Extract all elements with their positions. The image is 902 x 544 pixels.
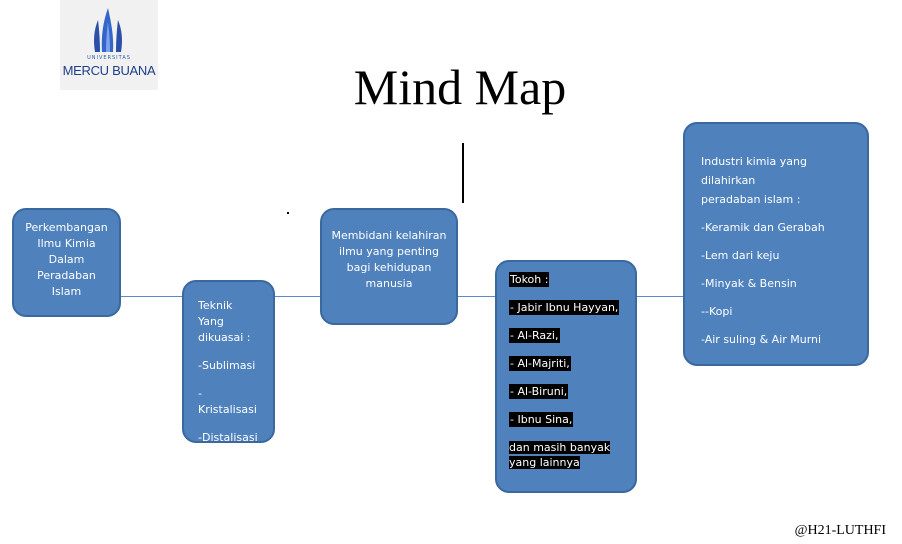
node-item: - Al-Razi, [509,328,560,343]
connector-line-1 [121,296,182,297]
node-last-line: dan masih banyak [509,441,611,454]
node-perkembangan: Perkembangan Ilmu Kimia Dalam Peradaban … [12,208,121,317]
node-last-line: yang lainnya [509,456,580,469]
logo-name: MERCU BUANA [62,63,156,78]
node-item: -Minyak & Bensin [701,277,797,290]
node-item: - Al-Majriti, [509,356,571,371]
node-item: -Keramik dan Gerabah [701,221,825,234]
node-teknik: Teknik Yang dikuasai : -Sublimasi -Krist… [182,280,275,444]
node-item: -Distalisasi [198,431,258,444]
node-line: manusia [365,277,413,290]
node-line: Ilmu Kimia [37,237,96,250]
node-industri: Industri kimia yang dilahirkan peradaban… [683,122,869,366]
university-logo: UNIVERSITAS MERCU BUANA [60,0,158,90]
node-item: -Air suling & Air Murni [701,333,822,346]
node-title-line: Industri kimia yang dilahirkan [701,155,807,187]
node-title-line: peradaban islam : [701,193,801,206]
node-line: Dalam [48,253,85,266]
node-item: -Sublimasi [198,359,256,372]
node-membidani: Membidani kelahiran ilmu yang penting ba… [320,208,458,325]
vertical-divider [462,143,464,203]
node-title: Tokoh : [509,272,550,287]
logo-subtitle: UNIVERSITAS [87,55,131,61]
node-line: Perkembangan [25,221,108,234]
footer-credit: @H21-LUTHFI [794,523,886,538]
node-title-line: Teknik Yang [198,299,233,328]
connector-line-3 [458,296,495,297]
node-tokoh: Tokoh : - Jabir Ibnu Hayyan, - Al-Razi, … [495,260,637,493]
node-item: - Al-Biruni, [509,384,569,399]
node-line: bagi kehidupan [346,261,432,274]
connector-line-2 [275,296,320,297]
node-line: Membidani kelahiran [331,229,447,242]
node-item: - Ibnu Sina, [509,412,574,427]
node-item: - Jabir Ibnu Hayyan, [509,300,620,315]
node-item: -Lem dari keju [701,249,780,262]
node-title-line: dikuasai : [198,331,251,344]
page-title: Mind Map [353,59,567,115]
stray-dot [287,212,289,214]
flame-logo-icon [94,8,122,52]
node-item: --Kopi [701,305,733,318]
node-line: ilmu yang penting [338,245,440,258]
node-line: Peradaban [37,269,96,282]
node-line: Islam [51,285,82,298]
connector-line-4 [637,296,683,297]
node-item: -Kristalisasi [198,387,257,416]
